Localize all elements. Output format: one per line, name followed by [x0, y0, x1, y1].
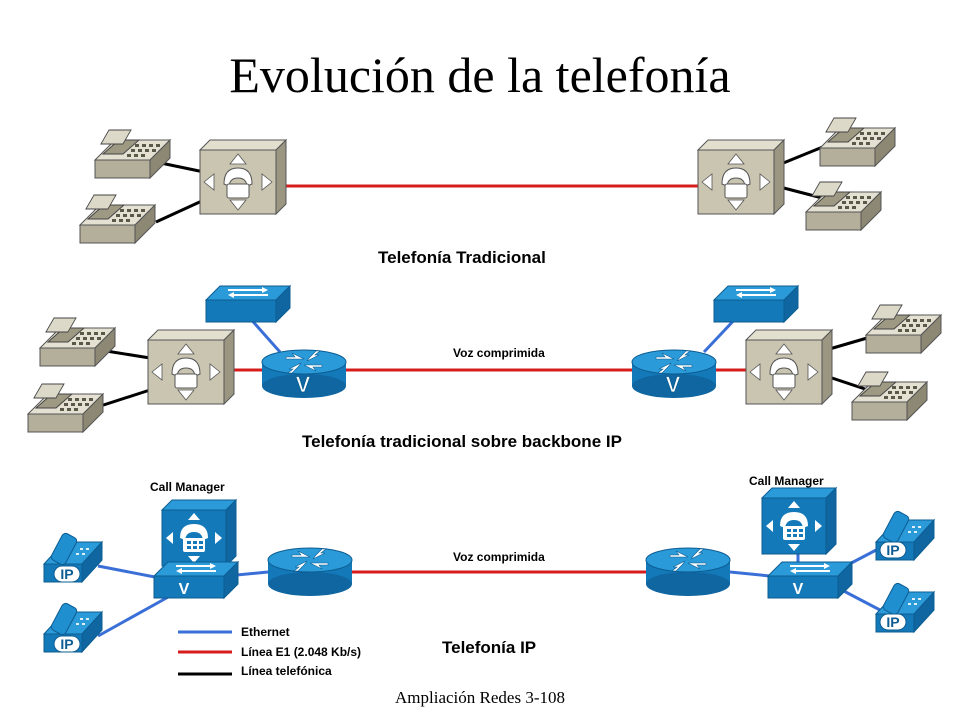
label-compressed-voice: Voz comprimida [453, 346, 545, 360]
legend-label-phone-line: Línea telefónica [241, 664, 332, 678]
section-label-backbone: Telefonía tradicional sobre backbone IP [302, 432, 622, 451]
section-ip: IP IP IP IP V V [43, 487, 935, 676]
desk-phone-icon [39, 317, 116, 367]
switch-mark: V [793, 581, 804, 598]
call-manager-icon [161, 499, 237, 567]
switch-mark: V [179, 581, 190, 598]
switch-icon [713, 285, 799, 323]
pbx-icon [199, 139, 287, 215]
desk-phone-icon [851, 371, 928, 421]
section-backbone: V V [27, 285, 942, 433]
desk-phone-icon [865, 304, 942, 354]
legend-label-ethernet: Ethernet [241, 625, 290, 639]
desk-phone-icon [94, 129, 171, 179]
label-call-manager: Call Manager [150, 480, 225, 494]
legend-label-e1: Línea E1 (2.048 Kb/s) [241, 645, 362, 659]
section-traditional [79, 117, 896, 244]
page-title: Evolución de la telefonía [229, 47, 731, 103]
pbx-icon [147, 329, 235, 405]
section-label-ip: Telefonía IP [442, 638, 537, 657]
ethernet-line [729, 570, 771, 578]
desk-phone-icon [819, 117, 896, 167]
ip-badge [879, 613, 907, 631]
pbx-icon [697, 139, 785, 215]
ip-badge-text: IP [60, 566, 73, 582]
ip-badge [53, 635, 81, 653]
ip-badge-text: IP [886, 542, 899, 558]
router-icon [645, 547, 731, 597]
label-compressed-voice: Voz comprimida [453, 550, 545, 564]
section-label-traditional: Telefonía Tradicional [378, 248, 546, 267]
ip-badge [53, 565, 81, 583]
ethernet-line [97, 564, 161, 580]
pbx-icon [745, 329, 833, 405]
router-mark: V [296, 372, 311, 397]
switch-icon [767, 561, 853, 599]
desk-phone-icon [79, 194, 156, 244]
desk-phone-icon [27, 383, 104, 433]
router-mark: V [666, 372, 681, 397]
label-call-manager: Call Manager [749, 474, 824, 488]
desk-phone-icon [805, 181, 882, 231]
call-manager-icon [761, 487, 837, 555]
ip-badges: IP IP IP IP [53, 541, 907, 653]
ip-badge-text: IP [60, 636, 73, 652]
switch-icon [153, 561, 239, 599]
switch-icon [205, 285, 291, 323]
ethernet-line [97, 594, 171, 638]
ip-badge-text: IP [886, 614, 899, 630]
router-icon [267, 547, 353, 597]
ip-badge [879, 541, 907, 559]
footer-text: Ampliación Redes 3-108 [395, 688, 565, 707]
phone-line [155, 198, 205, 224]
